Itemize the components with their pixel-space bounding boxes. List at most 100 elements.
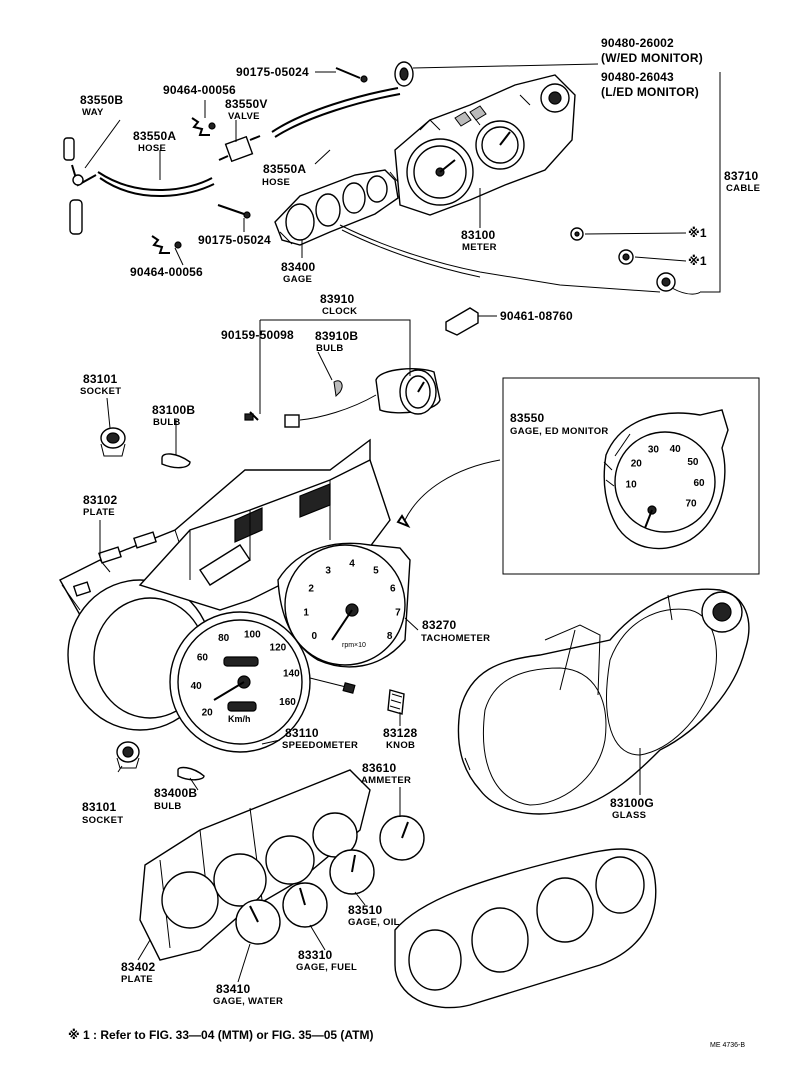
valve-83550V: [218, 135, 261, 163]
monitor-tick-20: 20: [631, 458, 643, 469]
tacho-tick-5: 5: [373, 565, 379, 576]
speedo-tick-80: 80: [218, 633, 230, 644]
tacho-tick-3: 3: [325, 565, 331, 576]
tacho-tick-7: 7: [395, 608, 401, 619]
label-83550B-desc: WAY: [82, 107, 104, 118]
label-83550A-left-number: 83550A: [133, 129, 177, 143]
plate-83402: [139, 769, 371, 961]
label-90175-05024-mid: 90175-05024: [198, 233, 271, 247]
label-83110-desc: SPEEDOMETER: [282, 740, 359, 751]
label-83550B-number: 83550B: [80, 93, 124, 107]
ref-mark-2: ※1: [688, 254, 707, 268]
label-83128-desc: KNOB: [386, 740, 416, 751]
label-83100B-desc: BULB: [153, 417, 181, 428]
label-83101-bottom-desc: SOCKET: [82, 815, 124, 826]
label-83101-bottom-number: 83101: [82, 800, 117, 814]
speedo-tick-40: 40: [191, 681, 203, 692]
label-83910-desc: CLOCK: [322, 306, 358, 317]
label-83550A-left-desc: HOSE: [138, 143, 167, 154]
tacho-tick-0: 0: [312, 631, 318, 642]
socket-83101-bottom: [116, 741, 140, 769]
hose-83550A-right: [271, 87, 401, 138]
label-83128-number: 83128: [383, 726, 418, 740]
label-83310-desc: GAGE, FUEL: [296, 962, 358, 973]
ed-monitor-inset: [502, 377, 760, 575]
label-83910B-number: 83910B: [315, 329, 359, 343]
label-83310-number: 83310: [298, 948, 333, 962]
bulb-83400B: [177, 766, 205, 781]
label-83710-desc: CABLE: [726, 183, 761, 194]
speedo-unit-label: Km/h: [228, 714, 251, 724]
bulb-83100B: [161, 453, 191, 469]
ref-mark-1: ※1: [688, 226, 707, 240]
monitor-tick-60: 60: [693, 478, 705, 489]
monitor-tick-labels: 10 20 30 40 50 60 70: [626, 444, 705, 509]
label-90480-26043-desc: (L/ED MONITOR): [601, 85, 699, 99]
label-83100G-desc: GLASS: [612, 810, 647, 821]
knob-83128: [387, 689, 405, 715]
monitor-tick-30: 30: [648, 445, 660, 456]
way-83550B: [63, 137, 97, 235]
screw-90175-top: [335, 67, 368, 83]
label-83550-number: 83550: [510, 411, 545, 425]
monitor-tick-50: 50: [687, 457, 699, 468]
label-83100G-number: 83100G: [610, 796, 654, 810]
footnote: ※ 1 : Refer to FIG. 33—04 (MTM) or FIG. …: [68, 1028, 374, 1042]
label-83410-desc: GAGE, WATER: [213, 996, 284, 1007]
label-83510-number: 83510: [348, 903, 383, 917]
label-83610-desc: AMMETER: [361, 775, 412, 786]
label-83610-number: 83610: [362, 761, 397, 775]
label-83100B-number: 83100B: [152, 403, 196, 417]
label-83550V-desc: VALVE: [228, 111, 260, 122]
leader-lines: [84, 71, 641, 983]
glass-83100G: [457, 588, 750, 815]
label-90464-00056-top: 90464-00056: [163, 83, 236, 97]
monitor-tick-70: 70: [685, 499, 697, 510]
meter-83100-assembly: [394, 74, 576, 216]
label-83410-number: 83410: [216, 982, 251, 996]
tacho-unit-label: rpm×10: [342, 642, 366, 649]
tacho-tick-1: 1: [303, 608, 309, 619]
label-83710-number: 83710: [724, 169, 759, 183]
speedo-tick-20: 20: [202, 708, 214, 719]
speedo-tick-60: 60: [197, 653, 209, 664]
label-83270-desc: TACHOMETER: [421, 633, 491, 644]
label-83400-number: 83400: [281, 260, 316, 274]
label-83402-desc: PLATE: [121, 974, 153, 985]
label-90159-50098: 90159-50098: [221, 328, 294, 342]
clock-83910: [284, 368, 441, 428]
gage-oil-83510: [329, 849, 375, 895]
label-83402-number: 83402: [121, 960, 156, 974]
label-83910-number: 83910: [320, 292, 355, 306]
clip-90464-bottom: [151, 235, 182, 254]
label-90480-26043-number: 90480-26043: [601, 70, 674, 84]
bezel-panel: [394, 848, 657, 1009]
label-90175-05024-top: 90175-05024: [236, 65, 309, 79]
label-83101-top-desc: SOCKET: [80, 386, 122, 397]
label-83550A-right-desc: HOSE: [262, 177, 291, 188]
gage-water-83410: [235, 899, 281, 945]
label-83102-desc: PLATE: [83, 507, 115, 518]
clip-90480: [394, 61, 414, 87]
tacho-tick-6: 6: [390, 583, 396, 594]
cable-83710: [339, 224, 701, 295]
label-83510-desc: GAGE, OIL: [348, 917, 400, 928]
tacho-tick-2: 2: [308, 583, 314, 594]
label-83270-number: 83270: [422, 618, 457, 632]
speedo-tick-140: 140: [283, 668, 300, 679]
speedo-tick-120: 120: [270, 643, 287, 654]
label-90480-26002-number: 90480-26002: [601, 36, 674, 50]
tacho-tick-8: 8: [387, 631, 393, 642]
bracket-90461: [445, 307, 479, 336]
label-83550-desc: GAGE, ED MONITOR: [510, 426, 609, 437]
label-83110-number: 83110: [285, 726, 319, 740]
label-83400B-desc: BULB: [154, 801, 182, 812]
label-83102-number: 83102: [83, 493, 118, 507]
label-90461-08760: 90461-08760: [500, 309, 573, 323]
monitor-tick-10: 10: [626, 480, 638, 491]
monitor-tick-40: 40: [670, 444, 682, 455]
